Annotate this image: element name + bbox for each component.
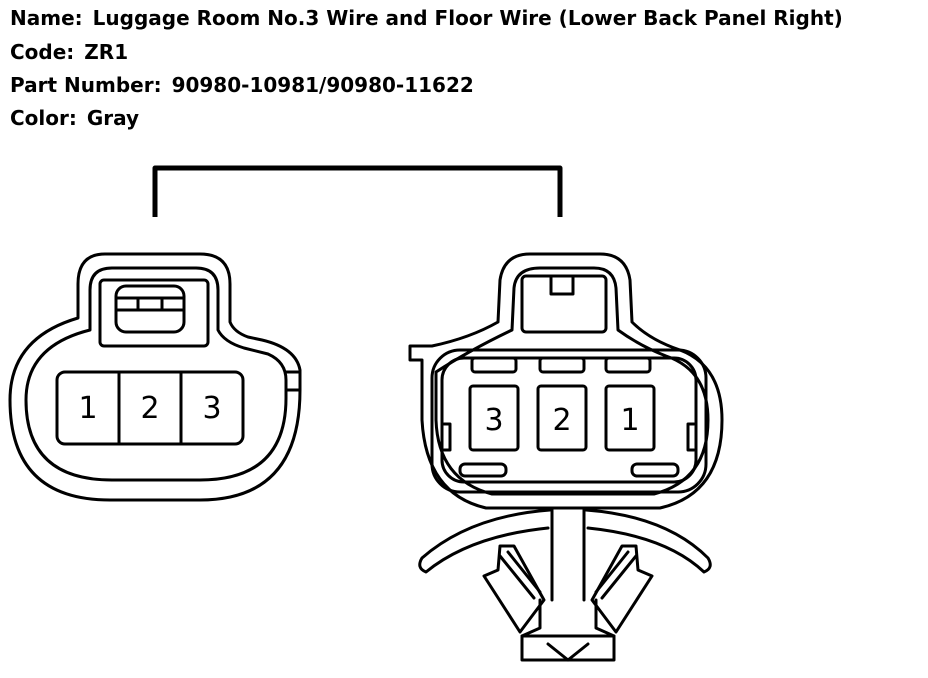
name-label: Name: [10,6,83,30]
right-connector-clip-barb-left [482,544,546,634]
mating-bracket [152,165,563,217]
right-connector-clip-tip-detail [520,634,616,662]
left-connector-inner-housing [24,266,288,482]
part-number-value: 90980-10981/90980-11622 [171,73,474,97]
right-connector-side-rail [442,422,452,452]
right-connector-latch-tab [549,274,575,296]
right-connector-key-slot [538,356,586,374]
right-connector-key-slot [458,462,508,478]
right-connector-cavity-frame-outer [430,348,708,494]
connector-name-row: Name: Luggage Room No.3 Wire and Floor Wi… [10,6,843,30]
right-connector-key-slot [604,356,652,374]
color-row: Color: Gray [10,106,139,130]
part-number-label: Part Number: [10,73,162,97]
code-value: ZR1 [84,40,129,64]
right-connector-clip-barb-ribs [498,550,638,600]
left-connector-pin-label: 3 [202,391,221,426]
right-connector-outer-housing [408,252,724,510]
right-connector-cavity [536,384,588,452]
left-connector-pin-label: 2 [140,391,159,426]
right-connector-key-slot [630,462,680,478]
left-connector-cavity-block [55,370,245,446]
right-connector-clip-left-arm [418,508,552,574]
color-value: Gray [86,106,140,130]
right-connector-cavity [468,384,520,452]
right-connector-inner-housing [434,266,710,496]
color-label: Color: [10,106,77,130]
name-value: Luggage Room No.3 Wire and Floor Wire (L… [92,6,843,30]
right-connector-lock-latch [520,274,608,334]
right-connector-side-rail [686,422,696,452]
right-connector-pin-label: 2 [552,403,571,438]
right-connector [408,252,724,662]
left-connector-pin-label: 1 [78,391,97,426]
code-label: Code: [10,40,75,64]
right-connector-pin-label: 3 [484,403,503,438]
left-connector [8,252,302,502]
right-connector-pin-label: 1 [620,403,639,438]
right-connector-clip-stem [550,506,586,602]
right-connector-cavity [604,384,656,452]
right-connector-clip-barb-right [590,544,654,634]
left-connector-outer-housing [8,252,302,502]
left-connector-lock-latch [98,278,210,348]
part-number-row: Part Number: 90980-10981/90980-11622 [10,73,474,97]
right-connector-key-slot [470,356,518,374]
right-connector-clip-right-arm [584,508,712,574]
connector-code-row: Code: ZR1 [10,40,128,64]
left-connector-lock-tab-notch [284,370,301,392]
